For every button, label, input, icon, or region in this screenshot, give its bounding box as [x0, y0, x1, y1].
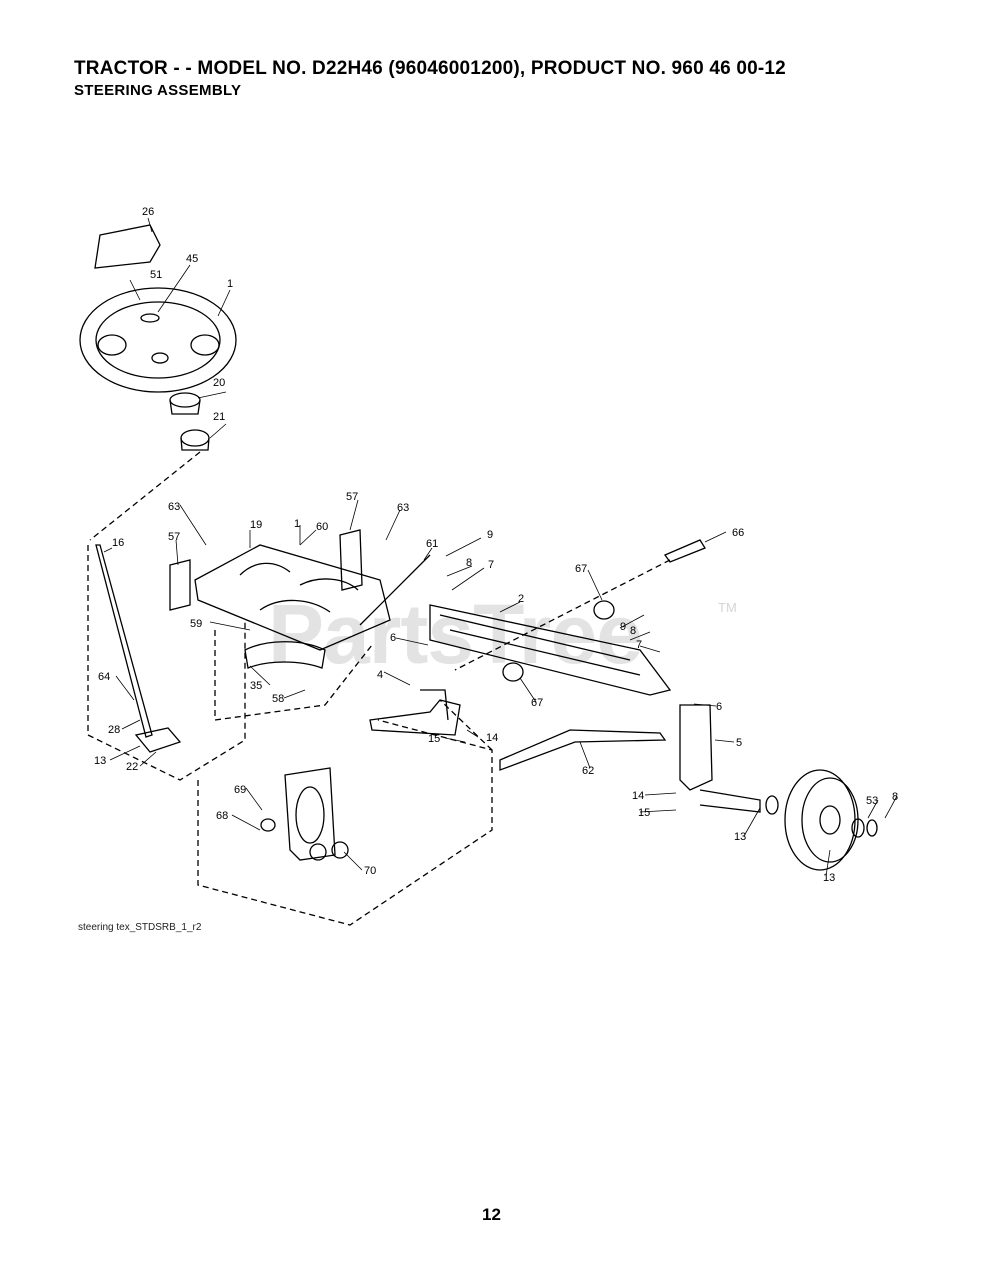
callout-59: 59 [190, 618, 202, 630]
callout-45: 45 [186, 253, 198, 265]
page-subtitle: STEERING ASSEMBLY [74, 82, 242, 99]
callout-15-right: 15 [638, 807, 650, 819]
bracket-57-right-part [339, 529, 363, 591]
callout-66: 66 [732, 527, 744, 539]
callout-61: 61 [426, 538, 438, 550]
steering-cap-part [94, 224, 161, 269]
callout-8-right: 8 [630, 625, 636, 637]
callout-6-left: 6 [390, 632, 396, 644]
spindle-left-part [369, 699, 461, 736]
page-title: TRACTOR - - MODEL NO. D22H46 (9604600120… [74, 58, 786, 79]
axle-bolt-part [664, 539, 706, 563]
callout-14-left: 14 [486, 732, 498, 744]
callout-22: 22 [126, 761, 138, 773]
drag-link-part [359, 554, 431, 626]
callout-9-right: 9 [620, 621, 626, 633]
callout-58: 58 [272, 693, 284, 705]
callout-19: 19 [250, 519, 262, 531]
callout-9-upper: 9 [487, 529, 493, 541]
callout-63-right: 63 [397, 502, 409, 514]
callout-14-right: 14 [632, 790, 644, 802]
bushing-part [169, 392, 201, 408]
bracket-57-left-part [169, 559, 191, 611]
callout-53: 53 [866, 795, 878, 807]
callout-16: 16 [112, 537, 124, 549]
callout-62: 62 [582, 765, 594, 777]
spindle-right-part [679, 704, 713, 791]
sector-gear-part [244, 641, 326, 669]
file-reference: steering tex_STDSRB_1_r2 [78, 922, 202, 933]
callout-21: 21 [213, 411, 225, 423]
callout-5: 5 [736, 737, 742, 749]
watermark-trademark: TM [718, 600, 737, 615]
callout-15-left: 15 [428, 733, 440, 745]
adapter-part [180, 429, 210, 447]
callout-13-wheel: 13 [823, 872, 835, 884]
callout-26: 26 [142, 206, 154, 218]
callout-8-wheel: 8 [892, 791, 898, 803]
callout-69: 69 [234, 784, 246, 796]
callout-13-spindle: 13 [734, 831, 746, 843]
callout-35: 35 [250, 680, 262, 692]
callout-70: 70 [364, 865, 376, 877]
callout-51: 51 [150, 269, 162, 281]
spacer-67-lower [502, 662, 524, 682]
callout-67-upper: 67 [575, 563, 587, 575]
callout-7-upper: 7 [488, 559, 494, 571]
steering-bracket-part [194, 544, 391, 651]
callout-68: 68 [216, 810, 228, 822]
callout-13-left: 13 [94, 755, 106, 767]
callout-1-small: 1 [294, 518, 300, 530]
callout-57-right: 57 [346, 491, 358, 503]
steering-shaft-part [95, 544, 153, 738]
callout-63-left: 63 [168, 501, 180, 513]
callout-60: 60 [316, 521, 328, 533]
callout-7-right: 7 [636, 639, 642, 651]
mounting-plate-part [134, 727, 182, 753]
page-number: 12 [482, 1205, 501, 1224]
callout-8-upper: 8 [466, 557, 472, 569]
callout-28: 28 [108, 724, 120, 736]
callout-2: 2 [518, 593, 524, 605]
callout-6-right: 6 [716, 701, 722, 713]
front-axle-part [429, 604, 672, 696]
tie-rod-part [499, 729, 667, 771]
steering-plate-70-part [284, 767, 336, 861]
callout-20: 20 [213, 377, 225, 389]
callout-64: 64 [98, 671, 110, 683]
callout-57-left: 57 [168, 531, 180, 543]
steering-wheel-part [79, 287, 237, 393]
callout-4: 4 [377, 669, 383, 681]
callout-67-lower: 67 [531, 697, 543, 709]
spacer-67-upper [593, 600, 615, 620]
callout-1: 1 [227, 278, 233, 290]
watermark: PartsTree [268, 587, 643, 681]
